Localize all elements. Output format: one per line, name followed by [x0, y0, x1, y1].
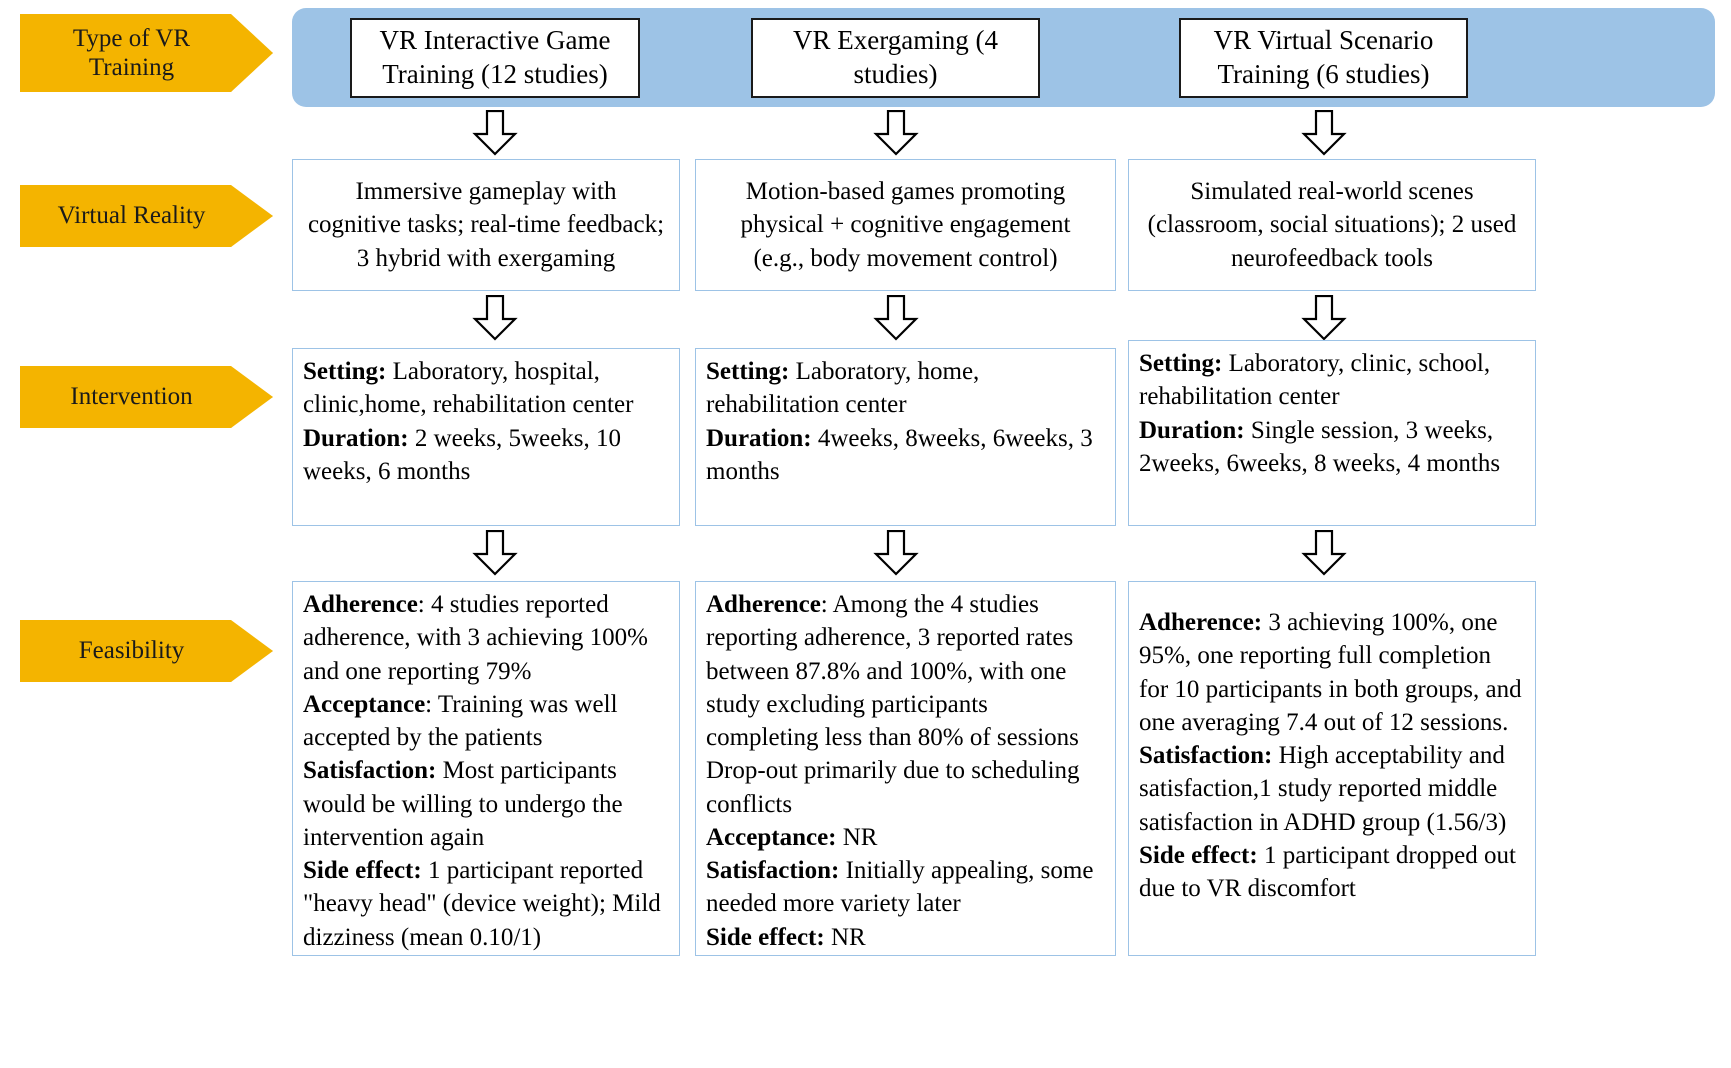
banner-box-vr-interactive-game-training[interactable]: VR Interactive Game Training (12 studies… [350, 18, 640, 98]
vr-description-line: Motion-based games promoting [745, 178, 1066, 206]
banner-box-vr-exergaming[interactable]: VR Exergaming (4 studies) [751, 18, 1040, 98]
down-block-arrow-icon [472, 295, 518, 341]
feasibility-item: Satisfaction: High acceptability and sat… [1139, 739, 1525, 839]
intervention-item: Duration: Single session, 3 weeks, 2week… [1139, 414, 1525, 481]
down-block-arrow-icon [873, 110, 919, 156]
banner-box-line: studies) [853, 59, 938, 89]
feasibility-item-text: Most participants would be willing to un… [303, 757, 623, 851]
row-label-type-of-vr-training: Type of VR Training [20, 14, 273, 92]
intervention-item-label: Duration: [1139, 416, 1245, 444]
intervention-item-label: Setting: [1139, 350, 1223, 377]
feasibility-item: Acceptance: NR [706, 821, 1105, 854]
intervention-item: Setting: Laboratory, clinic, school, reh… [1139, 347, 1525, 414]
intervention-item-text: 2 weeks, 5weeks, 10 weeks, 6 months [303, 424, 622, 485]
banner-box-line: VR Exergaming (4 [793, 25, 998, 56]
banner-box-line: VR Virtual Scenario [1213, 25, 1434, 56]
feasibility-item-text: Initially appealing, some needed more va… [706, 857, 1094, 918]
down-block-arrow-icon [873, 530, 919, 576]
feasibility-item-label: Acceptance: [706, 823, 837, 851]
row-label-line: Training [88, 54, 175, 81]
intervention-item: Duration: 4weeks, 8weeks, 6weeks, 3 mont… [706, 422, 1105, 489]
feasibility-item-label: Satisfaction: [706, 857, 840, 884]
vr-description-line: 3 hybrid with exergaming [356, 244, 616, 272]
down-block-arrow-icon [472, 530, 518, 576]
intervention-item-text: Laboratory, hospital, clinic,home, rehab… [303, 358, 634, 419]
banner-box-line: Training (6 studies) [1217, 59, 1430, 89]
intervention-item-text: Single session, 3 weeks, 2weeks, 6weeks,… [1139, 416, 1501, 477]
feasibility-item: Adherence: 3 achieving 100%, one 95%, on… [1139, 606, 1525, 739]
feasibility-item-label: Satisfaction: [1139, 742, 1273, 769]
intervention-box-exergaming[interactable]: Setting: Laboratory, home, rehabilitatio… [695, 348, 1116, 526]
vr-description-line: neurofeedback tools [1230, 244, 1433, 272]
down-block-arrow-icon [873, 295, 919, 341]
feasibility-item-text: 1 participant dropped out due to VR disc… [1139, 841, 1516, 902]
feasibility-item-text: : Training was well accepted by the pati… [303, 690, 618, 751]
vr-description-line: Simulated real-world scenes [1190, 178, 1474, 206]
feasibility-item-label: Satisfaction: [303, 757, 437, 785]
intervention-item-label: Duration: [303, 424, 409, 452]
feasibility-item: Acceptance: Training was well accepted b… [303, 688, 669, 755]
feasibility-item-label: Side effect: [1139, 841, 1258, 869]
intervention-item: Setting: Laboratory, hospital, clinic,ho… [303, 355, 669, 422]
vr-description-line: Immersive gameplay with [355, 178, 617, 206]
row-label-intervention: Intervention [20, 366, 273, 428]
intervention-item: Setting: Laboratory, home, rehabilitatio… [706, 355, 1105, 422]
feasibility-item: Side effect: 1 participant dropped out d… [1139, 839, 1525, 906]
banner-box-line: Training (12 studies) [382, 59, 608, 89]
vr-description-line: physical + cognitive engagement [740, 211, 1071, 239]
vr-description-box-virtual-scenario[interactable]: Simulated real-world scenes (classroom, … [1128, 159, 1536, 291]
down-block-arrow-icon [1301, 530, 1347, 576]
vr-description-box-exergaming[interactable]: Motion-based games promoting physical + … [695, 159, 1116, 291]
intervention-item-label: Setting: [706, 358, 790, 385]
feasibility-item-text: 3 achieving 100%, one 95%, one reporting… [1139, 609, 1522, 736]
row-label-line: Type of VR [72, 24, 191, 52]
feasibility-item-label: Adherence [303, 591, 418, 618]
feasibility-box-virtual-scenario[interactable]: Adherence: 3 achieving 100%, one 95%, on… [1128, 581, 1536, 956]
down-block-arrow-icon [472, 110, 518, 156]
intervention-item-text: Laboratory, clinic, school, rehabilitati… [1139, 350, 1491, 411]
row-label-line: Virtual Reality [57, 202, 206, 230]
intervention-item-label: Duration: [706, 424, 812, 452]
feasibility-item-text: NR [836, 823, 878, 851]
vr-description-line: (classroom, social situations); 2 used [1147, 211, 1517, 239]
down-block-arrow-icon [1301, 110, 1347, 156]
row-label-line: Feasibility [78, 637, 185, 665]
banner-box-line: VR Interactive Game [379, 25, 611, 56]
feasibility-box-exergaming[interactable]: Adherence: Among the 4 studies reporting… [695, 581, 1116, 956]
feasibility-item: Satisfaction: Initially appealing, some … [706, 854, 1105, 921]
row-label-line: Intervention [70, 383, 193, 411]
feasibility-item-text: High acceptability and satisfaction,1 st… [1139, 742, 1507, 836]
intervention-box-interactive-game[interactable]: Setting: Laboratory, hospital, clinic,ho… [292, 348, 680, 526]
intervention-item-text: Laboratory, home, rehabilitation center [706, 358, 980, 419]
vr-description-line: cognitive tasks; real-time feedback; [307, 211, 665, 239]
vr-description-box-interactive-game[interactable]: Immersive gameplay with cognitive tasks;… [292, 159, 680, 291]
feasibility-item: Satisfaction: Most participants would be… [303, 754, 669, 854]
feasibility-item-label: Acceptance [303, 690, 426, 718]
row-label-virtual-reality: Virtual Reality [20, 185, 273, 247]
feasibility-box-interactive-game[interactable]: Adherence: 4 studies reported adherence,… [292, 581, 680, 956]
feasibility-item: Adherence: Among the 4 studies reporting… [706, 588, 1105, 821]
vr-description-line: (e.g., body movement control) [753, 244, 1058, 272]
feasibility-item-text: : 4 studies reported adherence, with 3 a… [303, 591, 649, 685]
banner-box-vr-virtual-scenario-training[interactable]: VR Virtual Scenario Training (6 studies) [1179, 18, 1468, 98]
feasibility-item: Side effect: NR [706, 921, 1105, 954]
intervention-item-label: Setting: [303, 358, 387, 385]
feasibility-item-text: NR [824, 923, 866, 951]
feasibility-item-label: Adherence: [1139, 609, 1263, 636]
intervention-item: Duration: 2 weeks, 5weeks, 10 weeks, 6 m… [303, 422, 669, 489]
feasibility-item-label: Adherence [706, 591, 821, 618]
feasibility-item-label: Side effect: [303, 857, 422, 884]
down-block-arrow-icon [1301, 295, 1347, 341]
intervention-item-text: 4weeks, 8weeks, 6weeks, 3 months [706, 424, 1093, 485]
feasibility-item-text: 1 participant reported "heavy head" (dev… [303, 857, 661, 951]
feasibility-item: Side effect: 1 participant reported "hea… [303, 854, 669, 954]
feasibility-item-label: Side effect: [706, 923, 825, 951]
intervention-box-virtual-scenario[interactable]: Setting: Laboratory, clinic, school, reh… [1128, 340, 1536, 526]
feasibility-item-text: : Among the 4 studies reporting adherenc… [706, 591, 1080, 818]
row-label-feasibility: Feasibility [20, 620, 273, 682]
feasibility-item: Adherence: 4 studies reported adherence,… [303, 588, 669, 688]
